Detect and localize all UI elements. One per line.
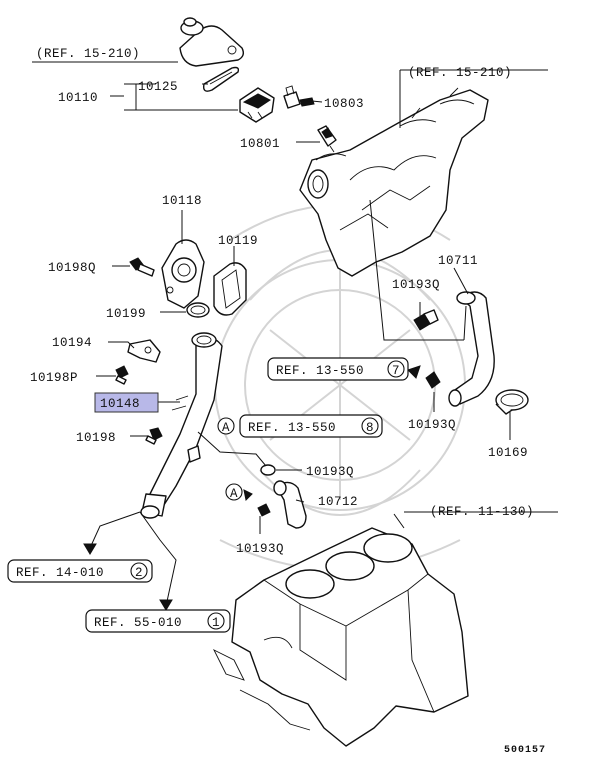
part-number-10194: 10194 xyxy=(52,336,92,350)
sensor-10801[interactable] xyxy=(317,125,337,153)
gasket-10119[interactable] xyxy=(213,262,247,316)
intake-manifold[interactable] xyxy=(299,87,489,277)
o-ring-10199[interactable] xyxy=(186,302,210,318)
part-number-10711: 10711 xyxy=(438,254,478,268)
part-number-10193q-b: 10193Q xyxy=(408,418,456,432)
ref-13-550-8[interactable]: A REF. 13-550 8 xyxy=(217,414,383,438)
part-number-10198p: 10198P xyxy=(30,371,78,385)
ref-text: REF. 13-550 xyxy=(276,364,364,378)
ref-15-210-top: (REF. 15-210) xyxy=(36,47,140,61)
ref-text: REF. 13-550 xyxy=(248,421,336,435)
part-number-10712: 10712 xyxy=(318,495,358,509)
part-labels: (REF. 15-210) 10125 10110 10803 10801 (R… xyxy=(30,47,546,756)
ref-14-010-2[interactable]: REF. 14-010 2 xyxy=(7,559,153,583)
bolt-10198q[interactable] xyxy=(129,257,155,277)
hose-10712[interactable] xyxy=(273,480,307,529)
part-number-10198q: 10198Q xyxy=(48,261,96,275)
part-number-10198: 10198 xyxy=(76,431,116,445)
water-pipe-10148[interactable] xyxy=(140,332,223,519)
part-number-10193q-d: 10193Q xyxy=(236,542,284,556)
clip-10193q-mid[interactable] xyxy=(425,371,441,389)
part-number-10169: 10169 xyxy=(488,446,528,460)
clip-10193q-lower-a[interactable] xyxy=(260,464,276,476)
part-10148-highlight[interactable]: 10148 xyxy=(94,392,159,413)
gasket-10125[interactable] xyxy=(202,66,240,92)
part-number-10148: 10148 xyxy=(100,397,140,411)
ref-text: REF. 55-010 xyxy=(94,616,182,630)
thermostat-10110[interactable] xyxy=(239,87,275,123)
cylinder-block[interactable] xyxy=(212,527,469,747)
part-number-10193q-a: 10193Q xyxy=(392,278,440,292)
part-number-10803: 10803 xyxy=(324,97,364,111)
part-number-10110: 10110 xyxy=(58,91,98,105)
part-number-10801: 10801 xyxy=(240,137,280,151)
clip-10193q-upper[interactable] xyxy=(413,309,439,331)
leader-lines xyxy=(32,61,558,607)
part-number-10125: 10125 xyxy=(138,80,178,94)
ref-11-130: (REF. 11-130) xyxy=(430,505,534,519)
bolt-10198[interactable] xyxy=(145,427,163,445)
ref-text: REF. 14-010 xyxy=(16,566,104,580)
part-number-10119: 10119 xyxy=(218,234,258,248)
arrows xyxy=(83,365,421,611)
svg-text:A: A xyxy=(230,487,238,501)
bolt-10198p[interactable] xyxy=(115,365,129,385)
part-number-10118: 10118 xyxy=(162,194,202,208)
ref-num: 7 xyxy=(392,364,400,378)
ref-55-010-1[interactable]: REF. 55-010 1 xyxy=(85,609,231,633)
part-number-10193q-c: 10193Q xyxy=(306,465,354,479)
clip-10193q-lower-b[interactable] xyxy=(257,503,271,517)
thermostat-housing-top[interactable] xyxy=(179,17,245,67)
water-outlet-10118[interactable] xyxy=(161,239,205,309)
ref-15-210-right: (REF. 15-210) xyxy=(408,66,512,80)
part-number-10199: 10199 xyxy=(106,307,146,321)
marker-a-top: A xyxy=(222,421,230,435)
clamp-10169[interactable] xyxy=(495,389,529,415)
marker-a-bottom: A xyxy=(225,483,243,501)
sensor-10803[interactable] xyxy=(283,85,315,109)
ref-13-550-7[interactable]: REF. 13-550 7 xyxy=(267,357,409,381)
hose-10711[interactable] xyxy=(448,291,495,407)
bracket-10194[interactable] xyxy=(127,339,161,363)
ref-num: 2 xyxy=(135,566,143,580)
ref-num: 8 xyxy=(366,421,374,435)
diagram-id: 500157 xyxy=(504,745,546,756)
ref-num: 1 xyxy=(212,616,220,630)
